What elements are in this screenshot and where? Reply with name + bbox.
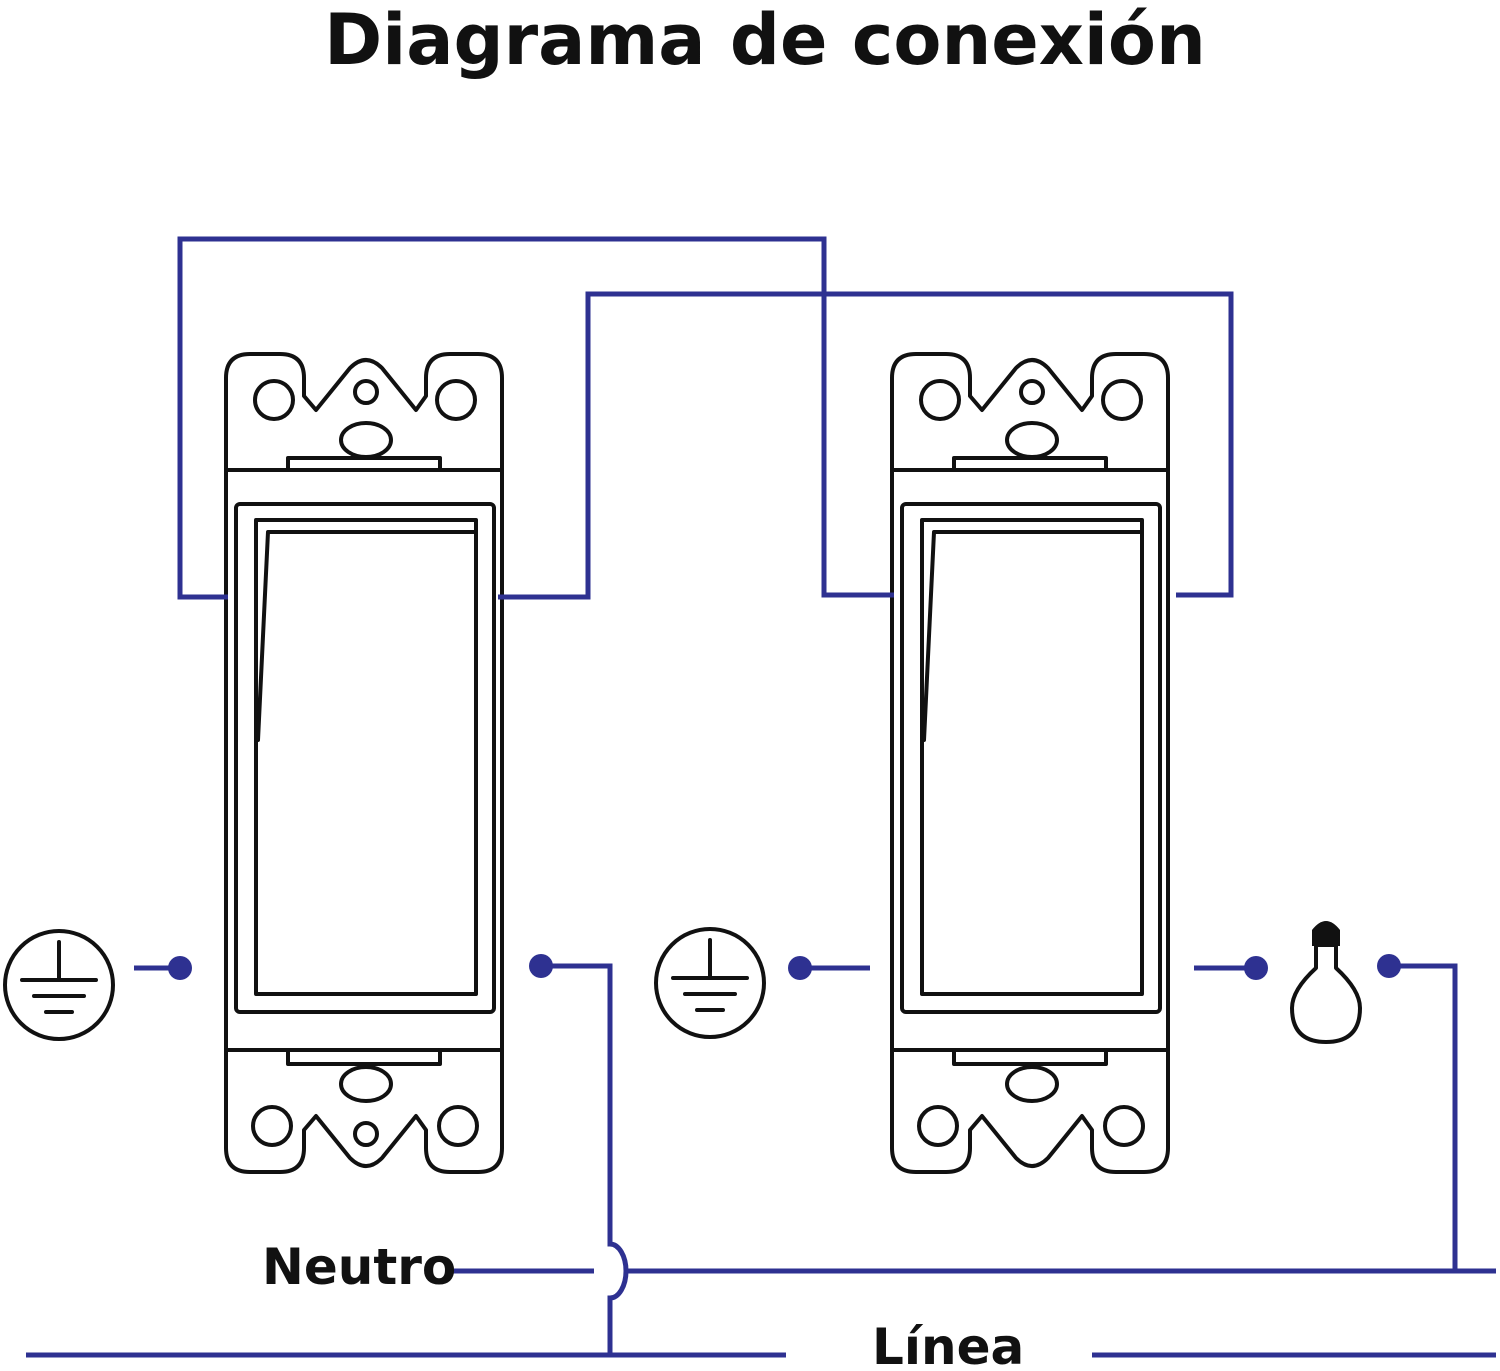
switch-right-bottom-ear [890, 1048, 1170, 1174]
light-bulb-icon [1290, 921, 1362, 1044]
switch-right-top-ear [890, 352, 1170, 472]
switch-left-top-pin-hole [353, 379, 379, 405]
switch-left-top-slot [339, 421, 393, 459]
diagram-title: Diagrama de conexión [324, 0, 1206, 81]
switch-left-toggle-bevel [256, 530, 476, 742]
switch-right-toggle-bevel [922, 530, 1142, 742]
switch-right-top-pin-hole [1019, 379, 1045, 405]
switch-right-toggle [920, 518, 1144, 996]
switch-left-top-ear [224, 352, 504, 472]
switch-right-top-screw-hole-right [1101, 379, 1143, 421]
switch-left-bottom-slot [339, 1065, 393, 1103]
switch-right-frame [900, 502, 1162, 1014]
switch-right [890, 352, 1170, 1174]
switch-right-top-screw-hole-left [919, 379, 961, 421]
neutral-label: Neutro [262, 1238, 456, 1296]
switch-left-body [224, 468, 504, 1052]
switch-left-top-screw-hole-right [435, 379, 477, 421]
ground-terminal-left [168, 956, 192, 980]
line-feed-wire [541, 963, 629, 1355]
switch-left-top-screw-hole-left [253, 379, 295, 421]
switch-right-body [890, 468, 1170, 1052]
switch-right-bottom-slot [1005, 1065, 1059, 1103]
ground-icon [3, 929, 115, 1041]
switch-left-bottom-screw-hole-left [251, 1105, 293, 1147]
traveler-wire-2 [498, 291, 1234, 600]
traveler-wire-1 [177, 236, 894, 600]
switch-left-frame [234, 502, 496, 1014]
lamp-terminal-left [1244, 956, 1268, 980]
switch-left-bottom-screw-hole-right [437, 1105, 479, 1147]
switch-left-toggle [254, 518, 478, 996]
ground-terminal-right [788, 956, 812, 980]
line-label: Línea [872, 1318, 1024, 1371]
switch-left [224, 352, 504, 1174]
switch-right-bottom-screw-hole-right [1103, 1105, 1145, 1147]
switch-left-bottom-ear [224, 1048, 504, 1174]
lamp-neutral-wire [1389, 963, 1458, 1271]
switch-right-bottom-screw-hole-left [917, 1105, 959, 1147]
ground-icon [654, 927, 766, 1039]
switch-right-top-slot [1005, 421, 1059, 459]
switch-left-bottom-pin-hole [353, 1121, 379, 1147]
